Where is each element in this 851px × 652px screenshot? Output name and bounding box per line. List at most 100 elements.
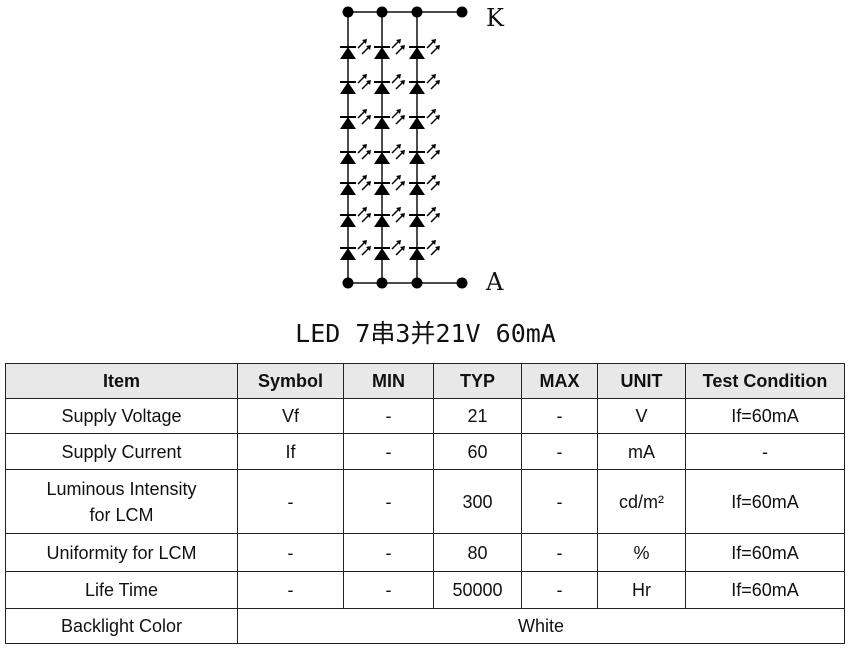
arrow-head <box>400 115 405 120</box>
arrow-head <box>431 207 436 212</box>
arrow-head <box>366 45 371 50</box>
led-diode-icon <box>374 152 390 164</box>
cell-min: - <box>343 469 434 534</box>
arrow-head <box>396 207 401 212</box>
led-diode-icon <box>340 248 356 260</box>
led-circuit-diagram <box>340 6 468 289</box>
cell-unit: Hr <box>597 571 686 609</box>
arrow-head <box>431 74 436 79</box>
cell-min: - <box>343 533 434 572</box>
junction-dot <box>376 6 388 18</box>
header-test-condition: Test Condition <box>685 363 845 399</box>
cell-max: - <box>521 398 598 434</box>
header-min: MIN <box>343 363 434 399</box>
cell-typ: 21 <box>433 398 522 434</box>
cell-test-condition: If=60mA <box>685 469 845 534</box>
led-diode-icon <box>409 248 425 260</box>
arrow-head <box>366 246 371 251</box>
cell-max: - <box>521 533 598 572</box>
led-diode-icon <box>374 215 390 227</box>
arrow-head <box>431 109 436 114</box>
arrow-head <box>396 39 401 44</box>
cell-min: - <box>343 433 434 470</box>
arrow-head <box>362 175 367 180</box>
led-diode-icon <box>340 117 356 129</box>
arrow-head <box>400 213 405 218</box>
cell-test-condition: If=60mA <box>685 398 845 434</box>
junction-dot <box>376 277 388 289</box>
arrow-head <box>366 80 371 85</box>
cell-typ: 300 <box>433 469 522 534</box>
cell-symbol: Vf <box>237 398 344 434</box>
header-max: MAX <box>521 363 598 399</box>
arrow-head <box>400 150 405 155</box>
arrow-head <box>362 39 367 44</box>
header-typ: TYP <box>433 363 522 399</box>
arrow-head <box>431 240 436 245</box>
arrow-head <box>396 109 401 114</box>
cell-symbol: If <box>237 433 344 470</box>
cell-test-condition: - <box>685 433 845 470</box>
led-diode-icon <box>409 117 425 129</box>
led-diode-icon <box>374 47 390 59</box>
led-diode-icon <box>374 183 390 195</box>
cell-test-condition: If=60mA <box>685 533 845 572</box>
arrow-head <box>366 115 371 120</box>
arrow-head <box>362 144 367 149</box>
cell-min: - <box>343 571 434 609</box>
cell-unit: cd/m² <box>597 469 686 534</box>
arrow-head <box>396 175 401 180</box>
spec-table: Item Symbol MIN TYP MAX UNIT Test Condit… <box>5 363 845 644</box>
cell-item: Supply Voltage <box>5 398 238 434</box>
cell-max: - <box>521 469 598 534</box>
arrow-head <box>435 213 440 218</box>
header-symbol: Symbol <box>237 363 344 399</box>
arrow-head <box>362 109 367 114</box>
junction-dot <box>342 6 354 18</box>
arrow-head <box>400 45 405 50</box>
cell-unit: V <box>597 398 686 434</box>
cell-typ: 60 <box>433 433 522 470</box>
circuit-caption: LED 7串3并21V 60mA <box>295 319 556 348</box>
led-diode-icon <box>340 47 356 59</box>
led-diode-icon <box>409 183 425 195</box>
arrow-head <box>366 181 371 186</box>
arrow-head <box>431 39 436 44</box>
arrow-head <box>435 181 440 186</box>
led-diode-icon <box>374 117 390 129</box>
header-item: Item <box>5 363 238 399</box>
led-diode-icon <box>340 183 356 195</box>
junction-dot <box>411 277 423 289</box>
cell-symbol: - <box>237 533 344 572</box>
cell-backlight-color: White <box>237 608 845 644</box>
arrow-head <box>362 74 367 79</box>
arrow-head <box>400 246 405 251</box>
arrow-head <box>366 150 371 155</box>
anode-terminal-dot <box>456 277 468 289</box>
arrow-head <box>366 213 371 218</box>
led-diode-icon <box>374 82 390 94</box>
cell-max: - <box>521 571 598 609</box>
arrow-head <box>435 115 440 120</box>
cell-symbol: - <box>237 469 344 534</box>
cell-item: Life Time <box>5 571 238 609</box>
cell-item: Luminous Intensity for LCM <box>5 469 238 534</box>
arrow-head <box>396 74 401 79</box>
cell-symbol: - <box>237 571 344 609</box>
led-diode-icon <box>409 82 425 94</box>
cell-unit: mA <box>597 433 686 470</box>
cell-max: - <box>521 433 598 470</box>
junction-dot <box>411 6 423 18</box>
arrow-head <box>400 80 405 85</box>
led-diode-icon <box>409 152 425 164</box>
arrow-head <box>396 240 401 245</box>
cell-test-condition: If=60mA <box>685 571 845 609</box>
cell-unit: % <box>597 533 686 572</box>
arrow-head <box>431 175 436 180</box>
cell-min: - <box>343 398 434 434</box>
